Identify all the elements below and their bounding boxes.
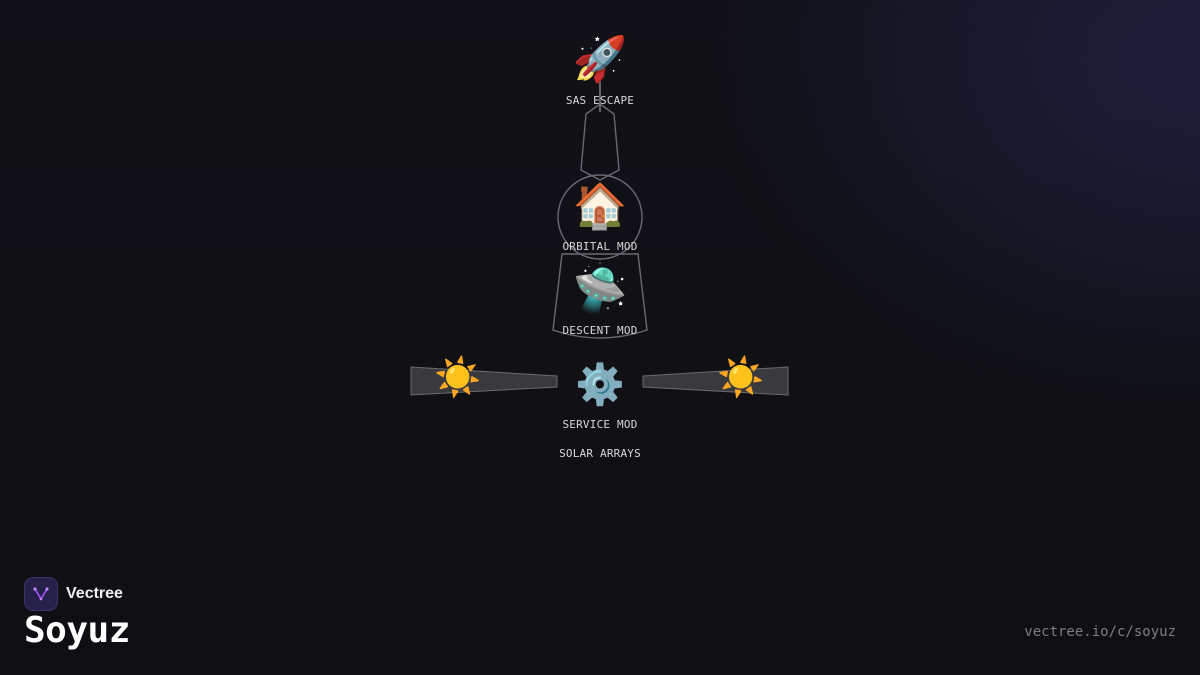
node-label-orbital-mod: ORBITAL MOD [562, 240, 638, 253]
solar-panel-right [642, 366, 789, 396]
vectree-logo-icon [24, 577, 58, 611]
node-label-solar-arrays: SOLAR ARRAYS [559, 447, 641, 460]
brand[interactable]: Vectree [24, 577, 123, 611]
node-label-descent-mod: DESCENT MOD [562, 324, 638, 337]
node-label-service-mod: SERVICE MOD [562, 418, 638, 431]
rocket-icon: 🚀 [572, 34, 628, 85]
gear-icon: ⚙️ [575, 362, 625, 408]
sun-icon: ☀️ [717, 355, 765, 399]
brand-name: Vectree [66, 585, 123, 602]
descent-module-shape [552, 253, 648, 339]
page-title: Soyuz [24, 610, 130, 651]
source-url-link[interactable]: vectree.io/c/soyuz [1024, 624, 1176, 640]
node-label-sas-escape: SAS ESCAPE [565, 94, 635, 107]
solar-panel-left [410, 366, 558, 396]
house-icon: 🏠 [572, 181, 628, 232]
flying-saucer-icon: 🛸 [572, 265, 628, 316]
sun-icon: ☀️ [434, 355, 482, 399]
fairing-shape [580, 103, 620, 181]
